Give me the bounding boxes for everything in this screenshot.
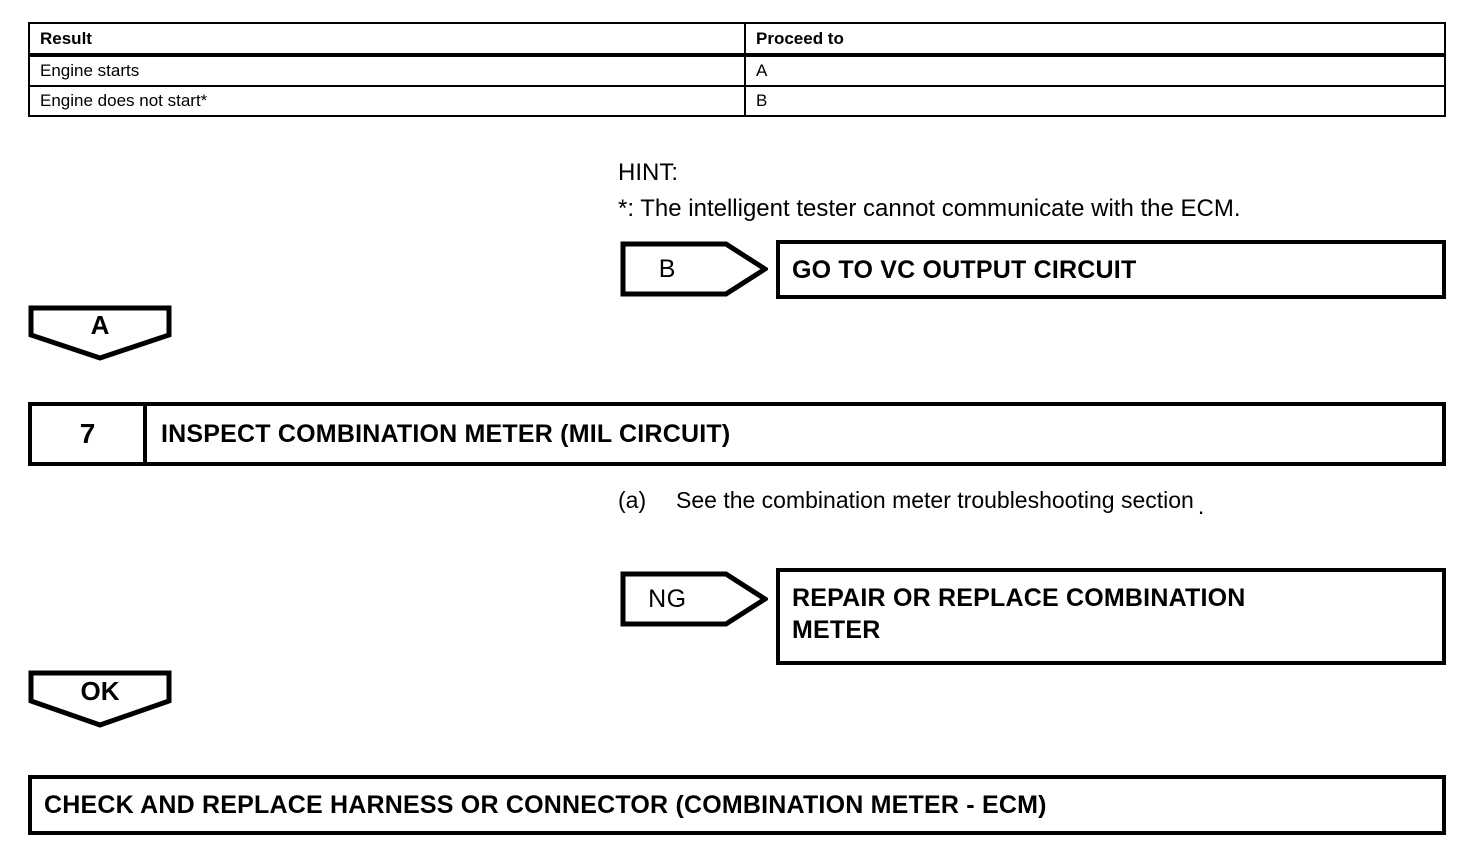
action-box-check-and-replace-harness: CHECK AND REPLACE HARNESS OR CONNECTOR (… [28,775,1446,835]
results-table: Result Proceed to Engine starts A Engine… [28,22,1446,117]
step-box-7: 7 INSPECT COMBINATION METER (MIL CIRCUIT… [28,402,1446,466]
column-header-proceed-to: Proceed to [744,22,1446,57]
branch-tag-ng-label: NG [648,584,687,613]
action-box-go-to-vc-output-circuit: GO TO VC OUTPUT CIRCUIT [776,240,1446,299]
hint-note: *: The intelligent tester cannot communi… [618,195,1241,222]
cell-result: Engine does not start* [28,84,746,117]
procedure-block: (a) See the combination meter troubleshoo… [618,483,1204,519]
column-header-result: Result [28,22,746,57]
table-row: Engine starts A [28,54,1446,87]
hint-title: HINT: [618,159,678,186]
action-box-text-wrapper: REPAIR OR REPLACE COMBINATION METER [780,572,1258,656]
connector-tag-a: A [28,305,172,361]
pennant-down-icon [28,670,172,728]
step-title: INSPECT COMBINATION METER (MIL CIRCUIT) [161,419,731,448]
branch-tag-ng: NG [620,571,768,627]
connector-tag-ok: OK [28,670,172,728]
procedure-letter: (a) [618,487,647,513]
action-box-text: CHECK AND REPLACE HARNESS OR CONNECTOR (… [44,791,1047,819]
cell-proceed-to: A [744,54,1446,87]
action-box-text-line2: METER [792,616,881,644]
hint-block: HINT: *: The intelligent tester cannot c… [618,155,1241,227]
cell-proceed-to: B [744,84,1446,117]
pennant-right-icon [620,571,768,627]
branch-tag-b-label: B [658,254,676,283]
connector-tag-ok-label: OK [80,675,120,706]
procedure-text: See the combination meter troubleshootin… [676,487,1194,513]
step-number: 7 [32,406,147,462]
cell-result: Engine starts [28,54,746,87]
procedure-trailing-dot: . [1197,493,1205,519]
action-box-repair-or-replace-combination-meter: REPAIR OR REPLACE COMBINATION METER [776,568,1446,665]
table-row: Engine does not start* B [28,84,1446,117]
action-box-text: GO TO VC OUTPUT CIRCUIT [792,255,1137,284]
action-box-text-line1: REPAIR OR REPLACE COMBINATION [792,584,1246,612]
pennant-right-icon [620,241,768,297]
pennant-down-icon [28,305,172,361]
connector-tag-a-label: A [90,310,110,341]
branch-tag-b: B [620,241,768,297]
table-header-row: Result Proceed to [28,22,1446,57]
